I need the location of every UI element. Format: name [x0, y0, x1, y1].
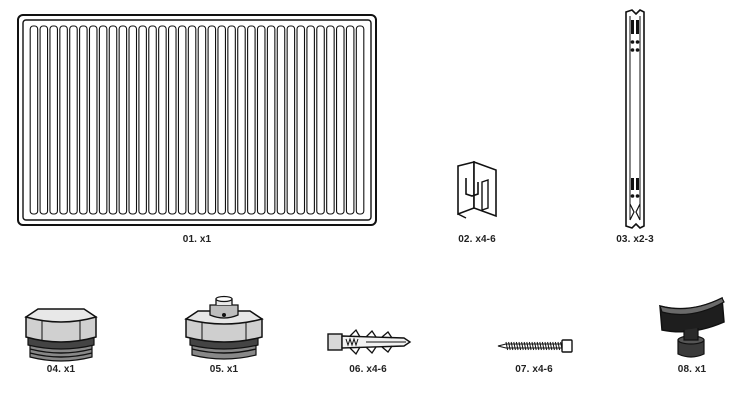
- screw-thread-line: [541, 341, 545, 351]
- radiator-fin: [355, 25, 365, 215]
- radiator-fin: [187, 25, 197, 215]
- part-05-air-vent-plug: [180, 295, 268, 363]
- screw-thread-line: [521, 341, 524, 351]
- part-03-label: 03. x2-3: [616, 234, 654, 245]
- part-03-mounting-rail: [620, 8, 650, 230]
- screw-thread-line: [523, 341, 527, 351]
- radiator-fin: [168, 25, 177, 215]
- radiator-fin: [306, 25, 315, 215]
- part-04-label: 04. x1: [46, 364, 76, 375]
- radiator-fin: [69, 25, 78, 215]
- radiator-fin: [256, 25, 266, 215]
- part-02-label: 02. x4-6: [458, 234, 496, 245]
- blanking-plug-icon: [24, 308, 98, 362]
- radiator-fin: [59, 25, 68, 215]
- part-07-label: 07. x4-6: [515, 364, 553, 375]
- screw-thread-line: [557, 341, 561, 351]
- radiator-fin: [88, 25, 98, 215]
- screw-thread-line: [508, 341, 511, 351]
- radiator-fin: [128, 25, 138, 215]
- screw-thread-line: [531, 341, 535, 351]
- part-04-blanking-plug: [20, 305, 102, 363]
- radiator-fin: [118, 25, 128, 215]
- wall-plug-icon: [327, 328, 412, 356]
- screw-thread-line: [544, 341, 548, 351]
- radiator-fin: [316, 25, 325, 215]
- radiator-fin: [286, 25, 296, 215]
- radiator-fin: [148, 25, 157, 215]
- radiator-fin: [217, 25, 226, 215]
- radiator-fin: [326, 25, 335, 215]
- screw-thread-line: [528, 341, 532, 351]
- part-01-radiator: [17, 14, 377, 226]
- air-vent-plug-icon: [184, 295, 264, 360]
- screw-thread-line: [536, 341, 540, 351]
- radiator-fin: [266, 25, 276, 215]
- screw-thread-line: [547, 341, 550, 351]
- radiator-fin: [247, 25, 256, 215]
- radiator-fin: [138, 25, 147, 215]
- screw-thread-line: [510, 341, 514, 351]
- radiator-fin: [335, 25, 345, 215]
- part-01-label: 01. x1: [182, 234, 212, 245]
- screw-thread-line: [554, 341, 558, 351]
- radiator-fin: [345, 25, 355, 215]
- radiator-fin: [29, 25, 39, 215]
- radiator-fin: [177, 25, 187, 215]
- radiator-fin: [197, 25, 207, 215]
- part-07-screw: [494, 338, 576, 354]
- part-08-label: 08. x1: [677, 364, 707, 375]
- screw-thread-line: [505, 341, 509, 351]
- screw-thread-line: [534, 341, 537, 351]
- screw-thread-line: [549, 341, 553, 351]
- radiator-fin: [108, 25, 118, 215]
- radiator-fin: [296, 25, 306, 215]
- radiator-fin: [49, 25, 58, 215]
- screw-thread-line: [539, 341, 542, 351]
- radiator-panel-icon: [17, 14, 377, 226]
- screw-thread-line: [560, 341, 563, 351]
- part-02-bracket-clip: [452, 160, 502, 220]
- part-06-wall-plug: [326, 328, 412, 356]
- part-08-vent-key: [654, 296, 728, 362]
- screw-thread-line: [526, 341, 529, 351]
- mounting-rail-icon: [625, 9, 645, 229]
- screw-thread-line: [552, 341, 555, 351]
- vent-key-icon: [659, 296, 725, 358]
- part-05-label: 05. x1: [209, 364, 239, 375]
- radiator-fin: [207, 25, 217, 215]
- bracket-clip-icon: [457, 160, 497, 219]
- part-06-label: 06. x4-6: [349, 364, 387, 375]
- radiator-fin: [227, 25, 236, 215]
- radiator-fin: [158, 25, 167, 215]
- screw-thread-line: [518, 341, 522, 351]
- screw-thread-line: [513, 341, 516, 351]
- screw-thread-line: [515, 341, 519, 351]
- radiator-fin: [276, 25, 286, 215]
- radiator-fin: [237, 25, 246, 215]
- radiator-fin: [39, 25, 49, 215]
- radiator-fin: [79, 25, 88, 215]
- radiator-fin: [98, 25, 108, 215]
- screw-icon: [497, 339, 573, 353]
